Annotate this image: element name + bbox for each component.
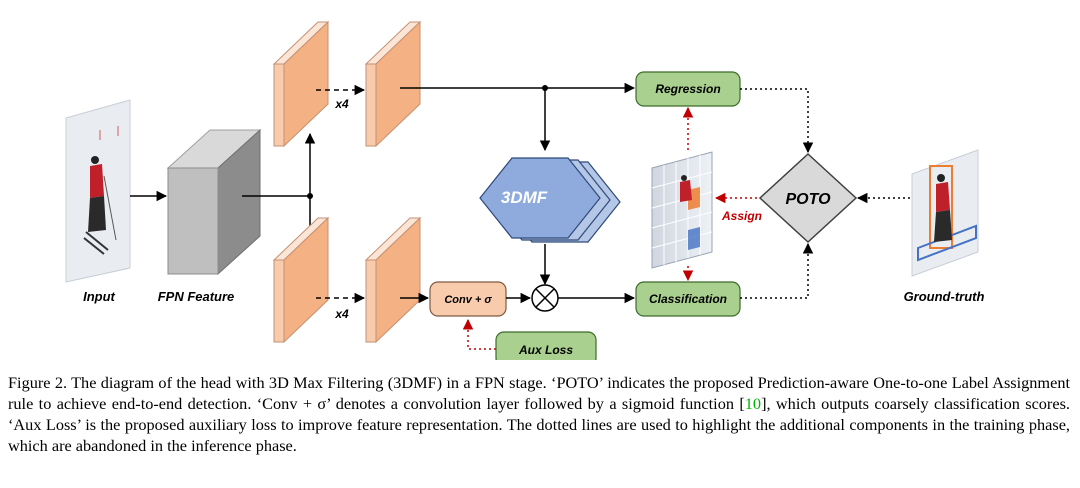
- dotted-arrow-aux-to-conv: [462, 318, 496, 350]
- dotted-regression-to-poto: [740, 88, 814, 154]
- feature-map-bottom-2: [364, 216, 422, 344]
- dotted-classification-to-poto: [740, 242, 814, 299]
- fpn-feature-block: [166, 128, 262, 276]
- multiply-icon: [531, 284, 559, 312]
- poto-diamond: [758, 152, 858, 244]
- input-label: Input: [83, 289, 115, 304]
- citation-link[interactable]: 10: [744, 394, 762, 413]
- head-diagram: Input FPN Feature x4 x4: [65, 20, 985, 360]
- assign-label: Assign: [721, 209, 762, 223]
- 3dmf-label: 3DMF: [501, 188, 548, 207]
- figure-caption: Figure 2. The diagram of the head with 3…: [8, 372, 1070, 456]
- x4-top-label: x4: [334, 97, 349, 111]
- conv-box: [429, 281, 507, 317]
- feature-map-top-1: [272, 20, 330, 148]
- assign-grid-image: [651, 151, 713, 269]
- ground-truth-image: [911, 149, 979, 277]
- input-image: [65, 99, 131, 283]
- conv-label: Conv + σ: [444, 294, 492, 306]
- 3dmf-block: [479, 157, 621, 243]
- classification-label: Classification: [649, 292, 727, 306]
- regression-label: Regression: [655, 82, 720, 96]
- feature-map-top-2: [364, 20, 422, 148]
- ground-truth-label: Ground-truth: [904, 289, 985, 304]
- poto-label: POTO: [785, 191, 831, 208]
- x4-bottom-label: x4: [334, 307, 349, 321]
- caption-text-2: ], which outputs coarsely classification…: [8, 394, 1070, 455]
- caption-text-1: Figure 2. The diagram of the head with 3…: [8, 373, 1070, 413]
- aux-loss-label: Aux Loss: [518, 343, 573, 357]
- feature-map-bottom-1: [272, 216, 330, 344]
- fpn-feature-label: FPN Feature: [158, 289, 235, 304]
- classification-box: [635, 281, 741, 317]
